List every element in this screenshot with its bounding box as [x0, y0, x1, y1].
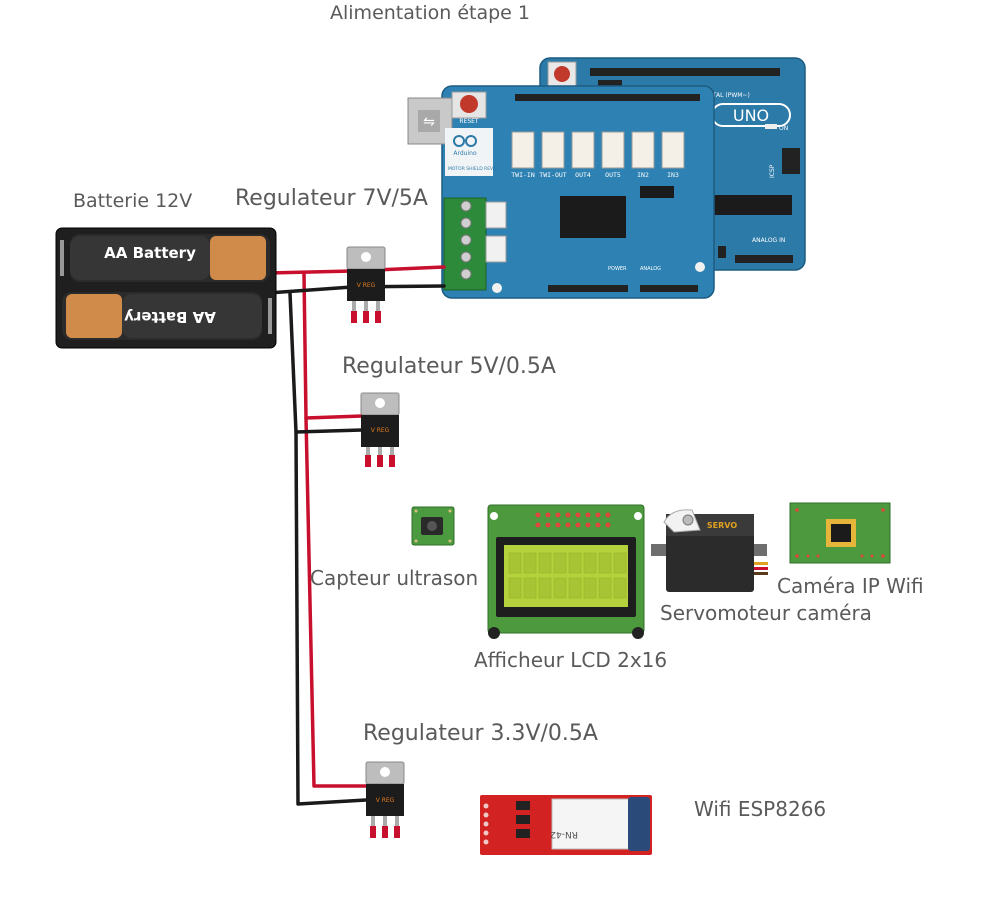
regulator-3v3-label: Regulateur 3.3V/0.5A [363, 721, 598, 746]
wire-red-down [304, 416, 368, 788]
regulator-mark: V REG [357, 282, 376, 289]
connector-label: OUT5 [605, 171, 621, 179]
arduino-brand-text: Arduino [453, 150, 477, 157]
battery-cell-label: AA Battery [104, 244, 196, 262]
motor-shield-text: MOTOR SHIELD REV3 [448, 166, 496, 172]
battery-cell-label: AA Battery [124, 308, 216, 326]
regulator-7v: V REG [346, 246, 386, 323]
regulator-3v3: V REG [365, 761, 405, 838]
motor-shield-board: ⇋ RESET Arduino MOTOR SHIELD REV3 TWI-IN… [407, 85, 715, 299]
regulator-7v-label: Regulateur 7V/5A [235, 186, 428, 211]
connector-label: TWI-IN [511, 171, 535, 179]
ultrasonic-sensor [411, 506, 455, 546]
regulator-5v: V REG [360, 392, 400, 467]
diagram-title: Alimentation étape 1 [330, 2, 530, 24]
regulator-5v-label: Regulateur 5V/0.5A [342, 354, 556, 379]
power-wires [266, 265, 446, 806]
connector-label: TWI-OUT [539, 171, 566, 179]
wifi-module-text: RN-42 [550, 829, 578, 839]
wifi-esp8266-module: RN-42 [480, 795, 652, 855]
servo-brand-text: SERVO [707, 521, 737, 530]
regulator-mark: V REG [371, 427, 390, 434]
lcd-label: Afficheur LCD 2x16 [474, 648, 668, 672]
ultrasonic-label: Capteur ultrason [310, 566, 479, 590]
analog-header-label: ANALOG [640, 266, 661, 272]
battery-label: Batterie 12V [73, 190, 193, 212]
usb-icon: ⇋ [423, 114, 435, 130]
icsp-label: ICSP [769, 164, 776, 178]
shield-connectors: TWI-IN TWI-OUT OUT4 OUT5 IN2 IN3 [511, 131, 685, 179]
servo-label: Servomoteur caméra [660, 601, 872, 625]
connector-label: IN3 [667, 171, 679, 179]
regulator-mark: V REG [376, 797, 395, 804]
ip-camera-board [789, 502, 891, 564]
battery-pack: AA Battery AA Battery [55, 227, 277, 349]
power-header-label: POWER [608, 266, 627, 272]
reset-label: RESET [459, 118, 479, 125]
connector-label: IN2 [637, 171, 649, 179]
connector-label: OUT4 [575, 171, 591, 179]
lcd-display [487, 504, 645, 639]
on-led-label: ON [779, 125, 788, 132]
analog-in-label: ANALOG IN [752, 237, 785, 244]
wire-black-down [294, 430, 368, 806]
digital-header-label: DIGITAL (PWM~) [700, 92, 750, 99]
servo-motor: SERVO [651, 509, 768, 592]
camera-label: Caméra IP Wifi [777, 574, 924, 598]
wifi-label: Wifi ESP8266 [694, 797, 827, 821]
uno-logo-text: UNO [733, 106, 769, 125]
